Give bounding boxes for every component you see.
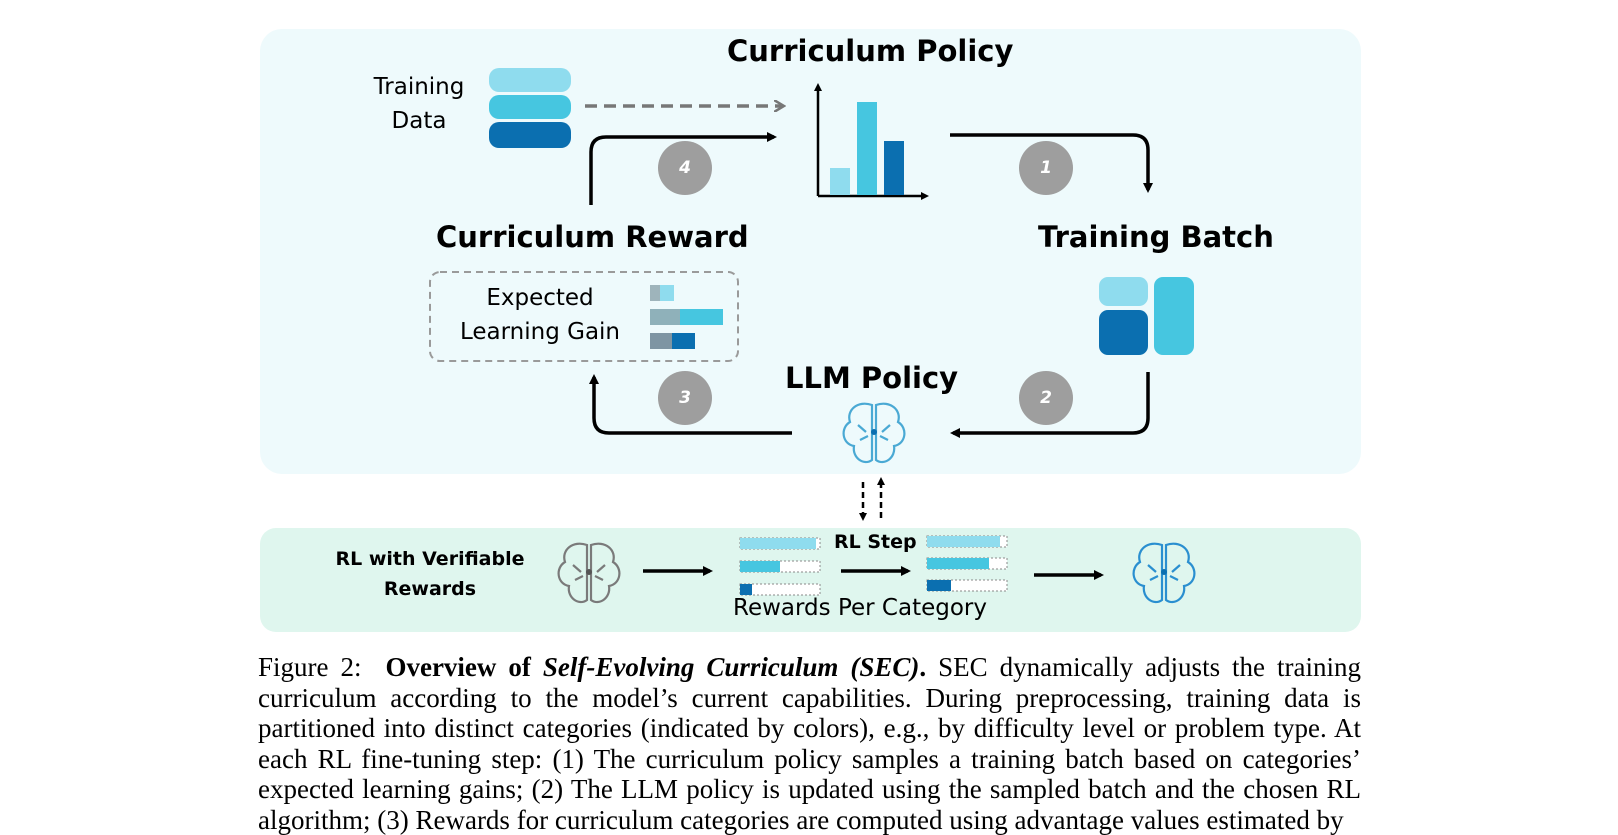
llm-policy-brain-icon: [842, 402, 906, 464]
training-batch-icon: [1099, 277, 1194, 355]
figure-label: Figure 2:: [258, 652, 362, 682]
expected-gain-line-1: Expected: [486, 285, 594, 311]
step-badge-3: 3: [658, 371, 712, 425]
caption-bold-italic: Self-Evolving Curriculum (SEC): [542, 652, 920, 682]
initial-model-brain-icon: [557, 542, 621, 604]
rewards-after: [926, 535, 1008, 592]
step-badge-2: 2: [1019, 371, 1073, 425]
expected-gain-bars: [650, 285, 723, 349]
updated-model-brain-icon: [1132, 542, 1196, 604]
rewards-before: [739, 537, 821, 596]
training-data-line-1: Training: [373, 74, 465, 100]
expected-learning-gain-box: [429, 271, 739, 362]
rlvr-panel: [260, 528, 1361, 632]
curriculum-policy-chart: [814, 83, 929, 200]
rlvr-line-1: RL with Verifiable: [335, 548, 525, 570]
step-4-arrow: [589, 132, 777, 205]
sec-diagram: Curriculum Policy Training Data Curricul…: [260, 29, 1361, 632]
expected-learning-gain-label: Expected Learning Gain: [445, 281, 635, 349]
rl-step-label: RL Step: [834, 531, 917, 553]
step-1-arrow: [950, 133, 1153, 193]
figure-caption: Figure 2: Overview of Self-Evolving Curr…: [258, 652, 1361, 835]
step-3-arrow: [589, 374, 792, 435]
caption-bold-lead: Overview of: [385, 652, 543, 682]
caption-bold-tail: .: [919, 652, 927, 682]
training-data-icon: [489, 68, 571, 148]
step-badge-1: 1: [1019, 141, 1073, 195]
curriculum-policy-label: Curriculum Policy: [727, 34, 1014, 68]
expected-gain-line-2: Learning Gain: [459, 319, 621, 345]
training-data-line-2: Data: [391, 108, 447, 134]
rewards-per-category-label: Rewards Per Category: [733, 595, 987, 621]
step-2-arrow: [950, 372, 1150, 438]
curriculum-reward-label: Curriculum Reward: [436, 220, 749, 254]
training-data-label: Training Data: [364, 70, 474, 138]
diagram-graphics: [260, 29, 1361, 632]
caption-body: SEC dynamically adjusts the training cur…: [258, 652, 1362, 835]
step-badge-4: 4: [658, 141, 712, 195]
rlvr-label: RL with Verifiable Rewards: [330, 544, 530, 604]
training-batch-label: Training Batch: [1038, 220, 1274, 254]
llm-policy-label: LLM Policy: [785, 361, 959, 395]
rlvr-line-2: Rewards: [383, 578, 477, 600]
